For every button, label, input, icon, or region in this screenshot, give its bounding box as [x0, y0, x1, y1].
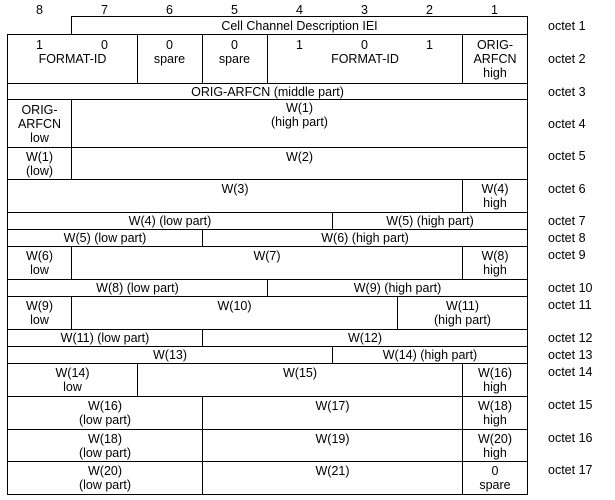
w20-low-part: W(20) (low part)	[7, 461, 203, 495]
octet-label-7: octet 7	[548, 214, 586, 228]
w9-low: W(9) low	[7, 296, 72, 330]
w5-low-part: W(5) (low part)	[7, 229, 203, 247]
octet-label-13: octet 13	[548, 348, 593, 362]
iei-field: Cell Channel Description IEI	[71, 16, 528, 35]
orig-arfcn-middle: ORIG-ARFCN (middle part)	[7, 83, 528, 100]
bit-header-1: 1	[491, 3, 498, 17]
octet-label-12: octet 12	[548, 331, 593, 345]
bit-header-8: 8	[36, 3, 43, 17]
w14-high-part: W(14) (high part)	[332, 346, 528, 364]
octet-label-6: octet 6	[548, 182, 586, 196]
w11-low-part: W(11) (low part)	[7, 329, 203, 347]
bit-header-2: 2	[426, 3, 433, 17]
w4-low-part: W(4) (low part)	[7, 212, 333, 230]
w8-low-part: W(8) (low part)	[7, 279, 268, 297]
w14-low: W(14) low	[7, 363, 138, 397]
bit6-spare-label: spare	[153, 52, 186, 66]
bit3-value: 0	[361, 38, 368, 52]
orig-arfcn-low: ORIG- ARFCN low	[7, 99, 72, 148]
octet-label-17: octet 17	[548, 463, 593, 477]
w12: W(12)	[202, 329, 528, 347]
w13: W(13)	[7, 346, 333, 364]
octet-label-3: octet 3	[548, 84, 586, 99]
bit8-value: 1	[36, 38, 43, 52]
w19: W(19)	[202, 429, 463, 462]
w16-high: W(16) high	[462, 363, 528, 397]
w6-high-part: W(6) (high part)	[202, 229, 528, 247]
w17: W(17)	[202, 396, 463, 430]
w1-high-part: W(1) (high part)	[71, 99, 528, 148]
w21: W(21)	[202, 461, 463, 495]
w4-high: W(4) high	[462, 179, 528, 213]
w8-high: W(8) high	[462, 246, 528, 280]
format-id-bits-4-2	[267, 34, 463, 84]
w6-low: W(6) low	[7, 246, 72, 280]
bit5-value: 0	[231, 38, 238, 52]
bit2-value: 1	[426, 38, 433, 52]
octet-label-9: octet 9	[548, 248, 586, 262]
w16-low-part: W(16) (low part)	[7, 396, 203, 430]
octet-label-1: octet 1	[548, 18, 586, 33]
w10: W(10)	[71, 296, 398, 330]
octet-label-4: octet 4	[548, 116, 586, 131]
w1-low: W(1) (low)	[7, 147, 72, 180]
bit5-spare-label: spare	[218, 52, 251, 66]
format-id-label-left: FORMAT-ID	[38, 52, 107, 66]
w3: W(3)	[7, 179, 463, 213]
format-id-label-right: FORMAT-ID	[331, 52, 399, 66]
octet-label-15: octet 15	[548, 398, 593, 412]
octet-label-10: octet 10	[548, 281, 593, 295]
bit-header-3: 3	[361, 3, 368, 17]
octet-label-2: octet 2	[548, 52, 586, 66]
bit-header-7: 7	[101, 3, 108, 17]
bit-header-4: 4	[296, 3, 303, 17]
octet-label-8: octet 8	[548, 231, 586, 245]
w5-high-part: W(5) (high part)	[332, 212, 528, 230]
w11-high-part: W(11) (high part)	[397, 296, 528, 330]
spare-bit-5	[202, 34, 268, 84]
w18-high: W(18) high	[462, 396, 528, 430]
w15: W(15)	[137, 363, 463, 397]
octet-label-11: octet 11	[548, 298, 592, 312]
bit-header-6: 6	[166, 3, 173, 17]
octet-label-5: octet 5	[548, 149, 586, 163]
octet-label-16: octet 16	[548, 431, 593, 445]
bit4-value: 1	[296, 38, 303, 52]
spare-bit-1: 0 spare	[462, 461, 528, 495]
w2: W(2)	[71, 147, 528, 180]
orig-arfcn-high: ORIG- ARFCN high	[462, 34, 528, 84]
w20-high: W(20) high	[462, 429, 528, 462]
w18-low-part: W(18) (low part)	[7, 429, 203, 462]
bit-header-5: 5	[231, 3, 238, 17]
bit7-value: 0	[101, 38, 108, 52]
w9-high-part: W(9) (high part)	[267, 279, 528, 297]
bit6-value: 0	[166, 38, 173, 52]
format-id-bits-8-7	[7, 34, 138, 84]
octet-label-14: octet 14	[548, 365, 593, 379]
w7: W(7)	[71, 246, 463, 280]
